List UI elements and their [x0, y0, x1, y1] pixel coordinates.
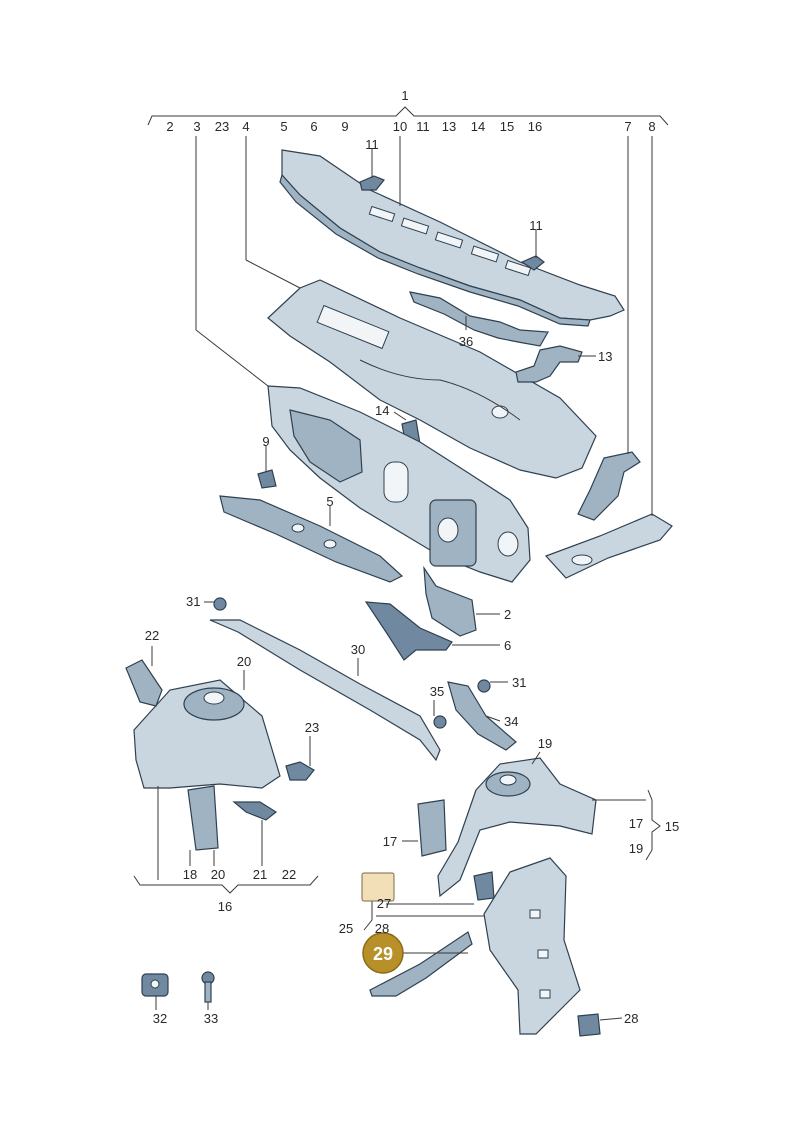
label-13-part: 13	[598, 349, 612, 364]
label-11-a: 11	[365, 137, 379, 152]
strut-tower-left-20	[133, 679, 281, 789]
label-19-a: 19	[538, 736, 552, 751]
label-16-part: 16	[218, 899, 232, 914]
label-13: 13	[442, 119, 456, 134]
inner-panel-28	[483, 857, 581, 1035]
bracket-23-left	[285, 761, 315, 781]
label-4: 4	[242, 119, 249, 134]
label-5: 5	[280, 119, 287, 134]
bracket-21	[232, 801, 278, 821]
label-36: 36	[459, 334, 473, 349]
bracket-27	[473, 871, 495, 901]
bracket-6	[364, 601, 453, 661]
label-1: 1	[401, 88, 408, 103]
label-31-b: 31	[512, 675, 526, 690]
label-21: 21	[253, 867, 267, 882]
label-15-part: 15	[665, 819, 679, 834]
label-8: 8	[648, 119, 655, 134]
label-20-a: 20	[237, 654, 251, 669]
label-32: 32	[153, 1011, 167, 1026]
label-23: 23	[215, 119, 229, 134]
label-17-right: 17	[629, 816, 643, 831]
label-11: 11	[416, 119, 430, 134]
plenum-upper-panel	[279, 149, 625, 327]
label-9-part: 9	[262, 434, 269, 449]
highlight-tile	[361, 872, 395, 902]
label-9: 9	[341, 119, 348, 134]
label-3: 3	[193, 119, 200, 134]
label-35: 35	[430, 684, 444, 699]
bracket-18	[187, 785, 219, 851]
label-7: 7	[624, 119, 631, 134]
clip-11-upper	[359, 175, 385, 191]
label-33: 33	[204, 1011, 218, 1026]
label-27: 27	[377, 896, 391, 911]
top-group-bracket	[147, 106, 669, 126]
label-30: 30	[351, 642, 365, 657]
bracket-17	[417, 799, 447, 857]
label-19-b: 19	[629, 841, 643, 856]
strut-brace-30	[209, 619, 441, 762]
label-6-part: 6	[504, 638, 511, 653]
label-22-b: 22	[282, 867, 296, 882]
label-23-part: 23	[305, 720, 319, 735]
label-11-b: 11	[529, 218, 543, 233]
label-25: 25	[339, 921, 353, 936]
badge-label: 29	[373, 944, 393, 964]
nut-32	[141, 973, 169, 997]
clip-11-lower	[520, 255, 545, 271]
panel-2	[423, 565, 477, 637]
tie-rail-5	[219, 495, 404, 583]
strut-tower-right-19	[437, 757, 597, 898]
label-31-a: 31	[186, 594, 200, 609]
label-34: 34	[504, 714, 518, 729]
nut-31-left	[213, 597, 227, 611]
bracket-36	[409, 291, 549, 347]
bracket-34	[447, 681, 517, 751]
label-2: 2	[166, 119, 173, 134]
leader-lines	[133, 136, 661, 1021]
label-18: 18	[183, 867, 197, 882]
label-2-part: 2	[504, 607, 511, 622]
label-28-a: 28	[375, 921, 389, 936]
plenum-tray-panel	[267, 279, 597, 479]
bulkhead-panel	[267, 385, 531, 583]
label-5-part: 5	[326, 494, 333, 509]
label-28-b: 28	[624, 1011, 638, 1026]
reinforcement-8	[544, 513, 673, 579]
bolt-33	[201, 971, 215, 1003]
bracket-13	[515, 345, 583, 383]
highlight-badge: 29	[362, 932, 404, 974]
label-22-a: 22	[145, 628, 159, 643]
callout-labels: 1 2 3 23 4 5 6 9 10 11 13 14 15 16 7 8 1…	[145, 88, 679, 1026]
label-16: 16	[528, 119, 542, 134]
label-10: 10	[393, 119, 407, 134]
bracket-7	[577, 451, 641, 521]
bracket-22-left	[125, 659, 163, 707]
fastener-35	[433, 715, 447, 729]
clip-9	[257, 469, 277, 489]
patch-28	[577, 1013, 601, 1037]
label-15: 15	[500, 119, 514, 134]
reinforcement-29	[369, 931, 473, 997]
label-20-b: 20	[211, 867, 225, 882]
label-14: 14	[471, 119, 485, 134]
label-17-part: 17	[383, 834, 397, 849]
nut-31-right	[477, 679, 491, 693]
label-6: 6	[310, 119, 317, 134]
label-14-part: 14	[375, 403, 389, 418]
